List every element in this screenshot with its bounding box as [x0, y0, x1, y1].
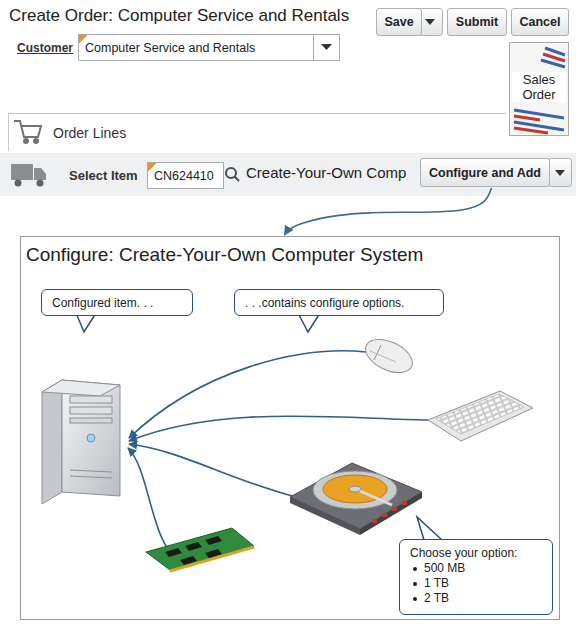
section-band: Order Lines	[8, 113, 506, 151]
panel-heading: Configure: Create-Your-Own Computer Syst…	[26, 244, 423, 266]
icon-label: Sales Order	[512, 72, 566, 102]
field-value: CN624410	[154, 169, 214, 183]
callout-text: Choose your option:	[410, 546, 517, 561]
mouse	[360, 333, 417, 380]
text-input: CN624410	[147, 162, 224, 189]
button-label: Configure and Add	[429, 166, 541, 180]
callout-text: Configured item. . .	[52, 296, 153, 310]
field-label: Customer	[17, 41, 73, 55]
button-label: Cancel	[520, 15, 561, 29]
button: Save	[376, 8, 422, 36]
document-icon: Sales Order	[509, 42, 569, 136]
truck-icon	[11, 164, 46, 187]
search-icon	[226, 168, 239, 181]
callout-pointer	[76, 313, 442, 540]
field-label: Select Item	[69, 168, 138, 183]
page-title: Create Order: Computer Service and Renta…	[9, 6, 349, 26]
cart-icon	[14, 121, 41, 143]
combobox: Computer Service and Rentals	[78, 34, 314, 61]
callout-box: Choose your option:500 MB1 TB2 TB	[399, 539, 553, 615]
callout-box: Configured item. . .	[41, 289, 193, 316]
cable	[128, 351, 428, 560]
panel-ground	[20, 236, 560, 620]
sales-order-icon	[510, 43, 569, 136]
section-heading: Order Lines	[53, 125, 126, 141]
callout-box: . . .contains configure options.	[234, 289, 444, 316]
option-item: 2 TB	[410, 591, 449, 606]
hard-drive	[290, 463, 422, 535]
keyboard	[428, 391, 533, 441]
field-value: Computer Service and Rentals	[85, 41, 255, 55]
configure-panel: Configure: Create-Your-Own Computer Syst…	[20, 236, 560, 620]
button-label: Save	[384, 15, 413, 29]
option-item: 500 MB	[410, 561, 465, 576]
button: Cancel	[511, 8, 569, 36]
configure-dropdown	[549, 159, 572, 187]
combobox-dropdown	[314, 35, 340, 61]
callout-text: . . .contains configure options.	[245, 296, 404, 310]
connector-arrow	[285, 188, 492, 235]
select-item-row	[0, 153, 576, 196]
button: Configure and Add	[420, 158, 550, 187]
button: Submit	[447, 8, 507, 36]
item-description: Create-Your-Own Comp	[246, 164, 406, 181]
save-dropdown	[419, 9, 443, 36]
button-label: Submit	[456, 15, 498, 29]
option-item: 1 TB	[410, 576, 449, 591]
expansion-card	[146, 528, 254, 571]
computer-tower	[42, 380, 120, 504]
